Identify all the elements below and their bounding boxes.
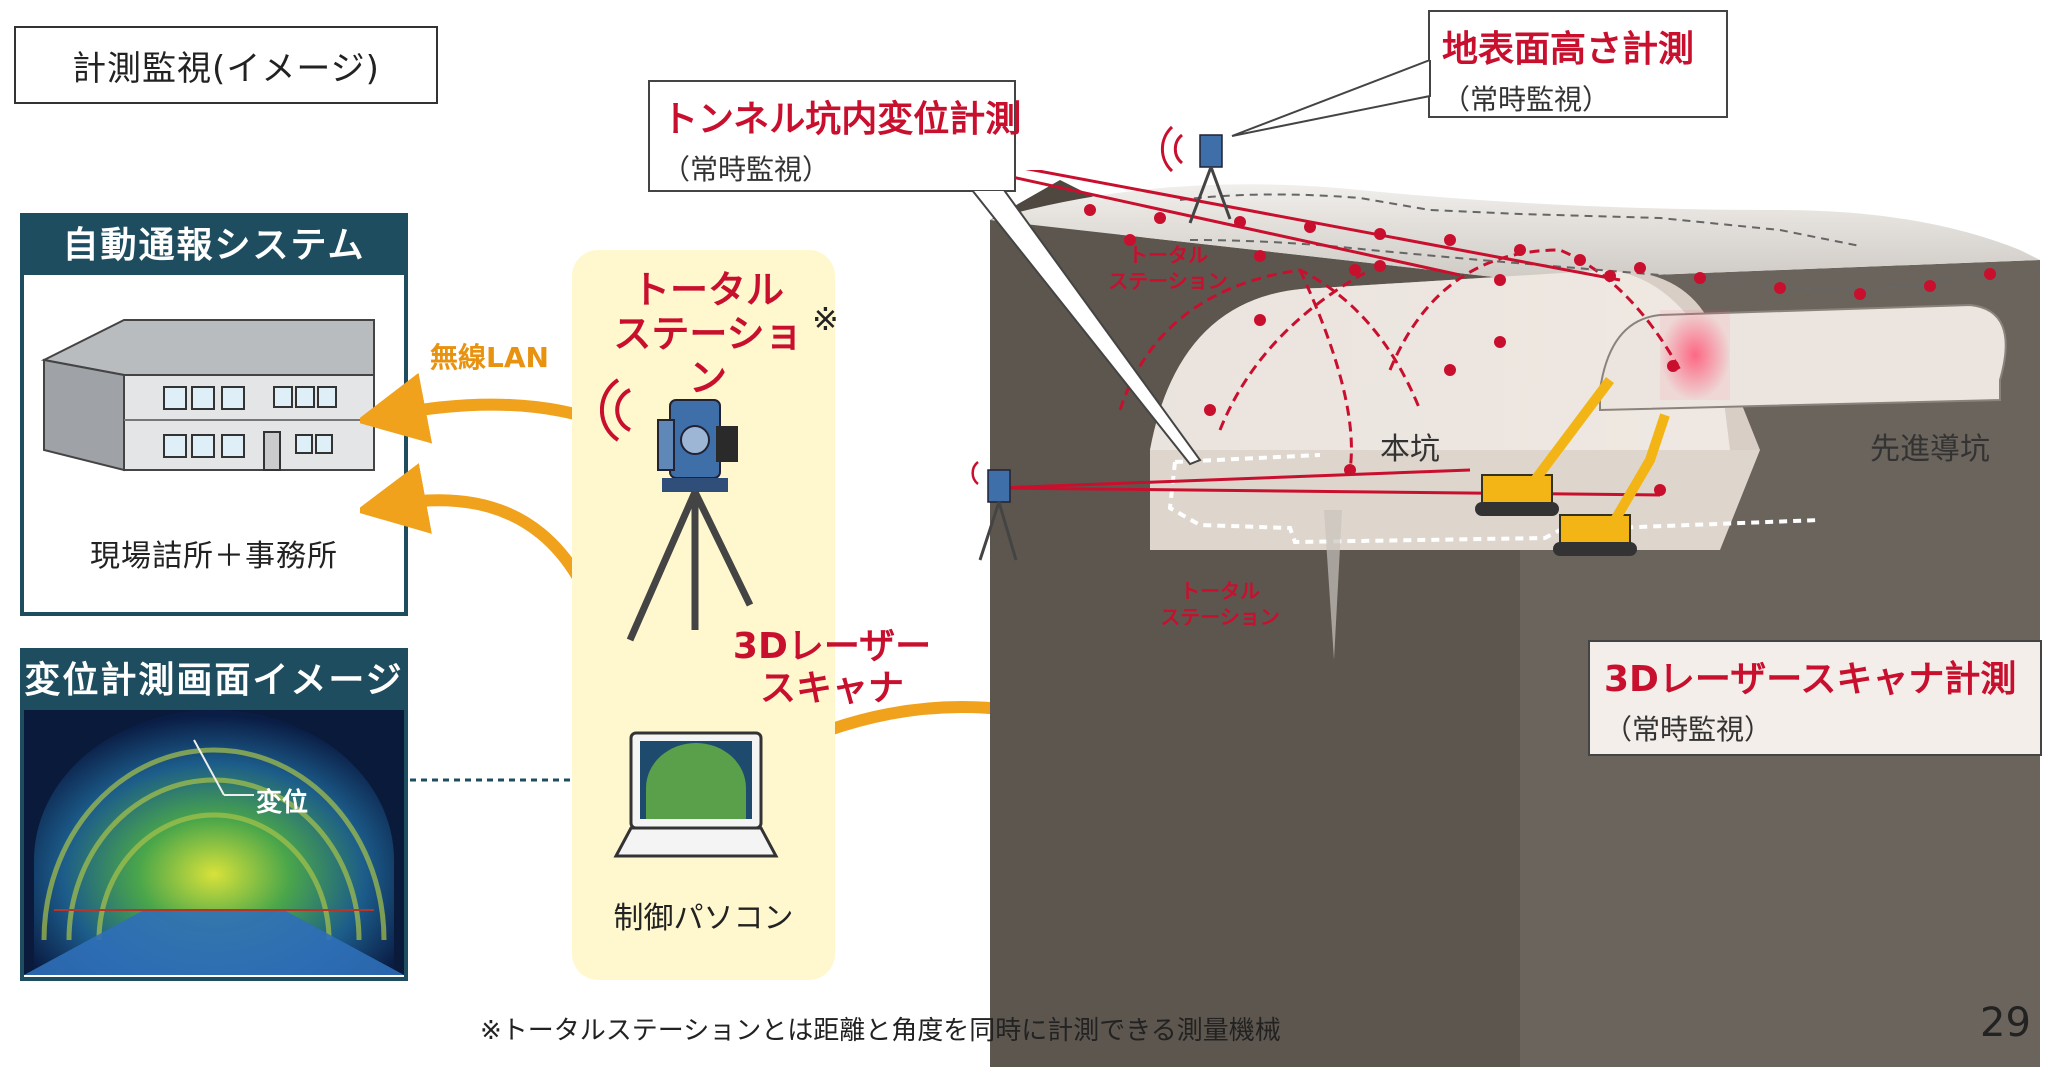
inner-ts-label: トータル ステーション (1140, 578, 1300, 630)
displacement-scan-image (24, 710, 404, 975)
main-tunnel-label: 本坑 (1380, 432, 1440, 467)
surface-callout-pointer (1231, 60, 1431, 137)
office-building-icon (40, 319, 375, 472)
surface-height-title: 地表面高さ計測 (1442, 29, 1695, 70)
surface-height-callout: 地表面高さ計測 （常時監視） (1428, 10, 1728, 118)
notification-system-panel: 自動通報システム 現場詰所＋事務所 (20, 213, 408, 616)
surface-height-sub: （常時監視） (1442, 83, 1611, 116)
wireless-lan-label: 無線LAN (430, 341, 549, 374)
laser-scanner-callout: 3Dレーザースキャナ計測 （常時監視） (1588, 640, 2042, 756)
office-caption: 現場詰所＋事務所 (90, 539, 338, 574)
surface-ts-label-line2: ステーション (1108, 269, 1228, 293)
surface-total-station-icon (1160, 125, 1232, 224)
laser-scanner-label-line2: スキャナ (759, 668, 904, 709)
footnote: ※トータルステーションとは距離と角度を同時に計測できる測量機械 (480, 1016, 1281, 1046)
control-pc-label: 制御パソコン (613, 901, 794, 936)
pilot-tunnel-label: 先進導坑 (1870, 432, 1990, 467)
laser-scanner-callout-title: 3Dレーザースキャナ計測 (1604, 659, 2017, 700)
total-station-label-line1: トータル (631, 268, 784, 312)
tunnel-displacement-title: トンネル坑内変位計測 (662, 99, 1022, 140)
displacement-screen-panel: 変位計測画面イメージ 変位 (20, 648, 408, 981)
laser-scanner-callout-sub: （常時監視） (1604, 713, 1773, 746)
tunnel-displacement-sub: （常時監視） (662, 153, 831, 186)
surface-ts-label-line1: トータル (1128, 243, 1208, 267)
tunnel-displacement-callout: トンネル坑内変位計測 （常時監視） (648, 80, 1022, 192)
surface-ts-label: トータル ステーション (1108, 242, 1228, 294)
total-station-label-line2: ステーション (613, 312, 803, 400)
page-title: 計測監視(イメージ) (14, 26, 438, 104)
displacement-screen-title: 変位計測画面イメージ (24, 652, 404, 710)
total-station-icon (600, 378, 754, 642)
displacement-marker-label: 変位 (256, 788, 309, 818)
inner-ts-label-line2: ステーション (1160, 605, 1280, 629)
control-column (572, 250, 835, 980)
laptop-icon (613, 731, 779, 858)
tunnel-block-diagram (960, 170, 2040, 1067)
tunnel-callout-pointer (970, 190, 1202, 466)
footnote-marker: ※ (812, 300, 839, 338)
total-station-label: トータル ステーション (598, 268, 818, 400)
notification-system-title: 自動通報システム (24, 217, 404, 275)
inner-ts-label-line1: トータル (1180, 579, 1260, 603)
laser-scanner-label: 3Dレーザー スキャナ (722, 626, 942, 710)
laser-scanner-label-line1: 3Dレーザー (732, 626, 932, 667)
page-number: 29 (1980, 1000, 2031, 1046)
